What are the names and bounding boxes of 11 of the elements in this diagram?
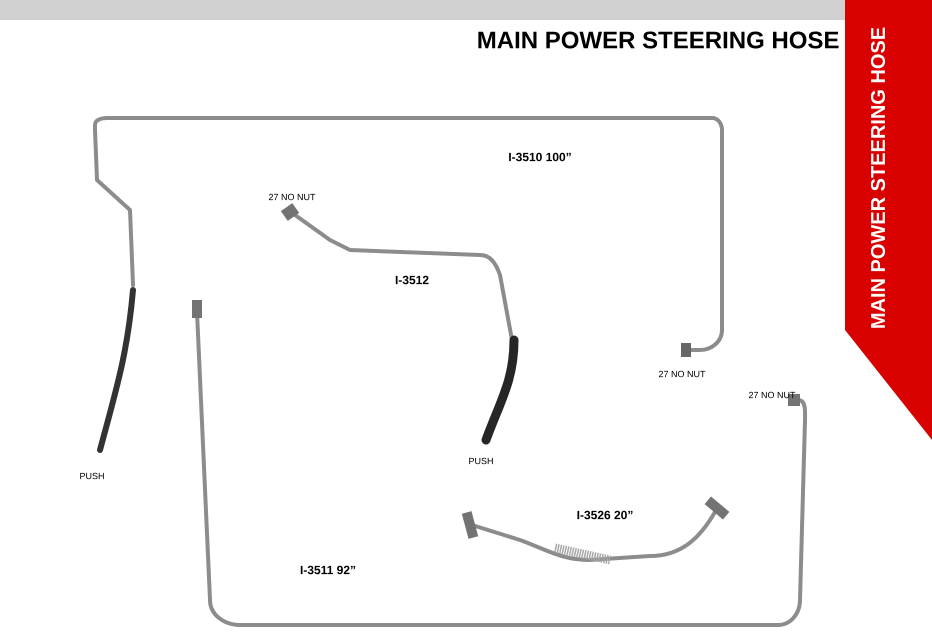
part-number: I-3526 20” bbox=[577, 510, 632, 520]
side-banner: MAIN POWER STEERING HOSE bbox=[845, 0, 932, 440]
part-note: PUSH bbox=[469, 458, 493, 464]
part-note: 27 NO NUT bbox=[748, 392, 796, 398]
title: MAIN POWER STEERING HOSE bbox=[478, 32, 839, 48]
part-number: I-3511 92” bbox=[300, 566, 356, 574]
part-number: I-3510 100” bbox=[509, 152, 571, 162]
part-note: PUSH bbox=[80, 472, 104, 480]
part-note: 27 NO NUT bbox=[658, 370, 706, 378]
part-number: I-3512 bbox=[396, 276, 429, 284]
part-note: 27 NO NUT bbox=[268, 194, 316, 200]
